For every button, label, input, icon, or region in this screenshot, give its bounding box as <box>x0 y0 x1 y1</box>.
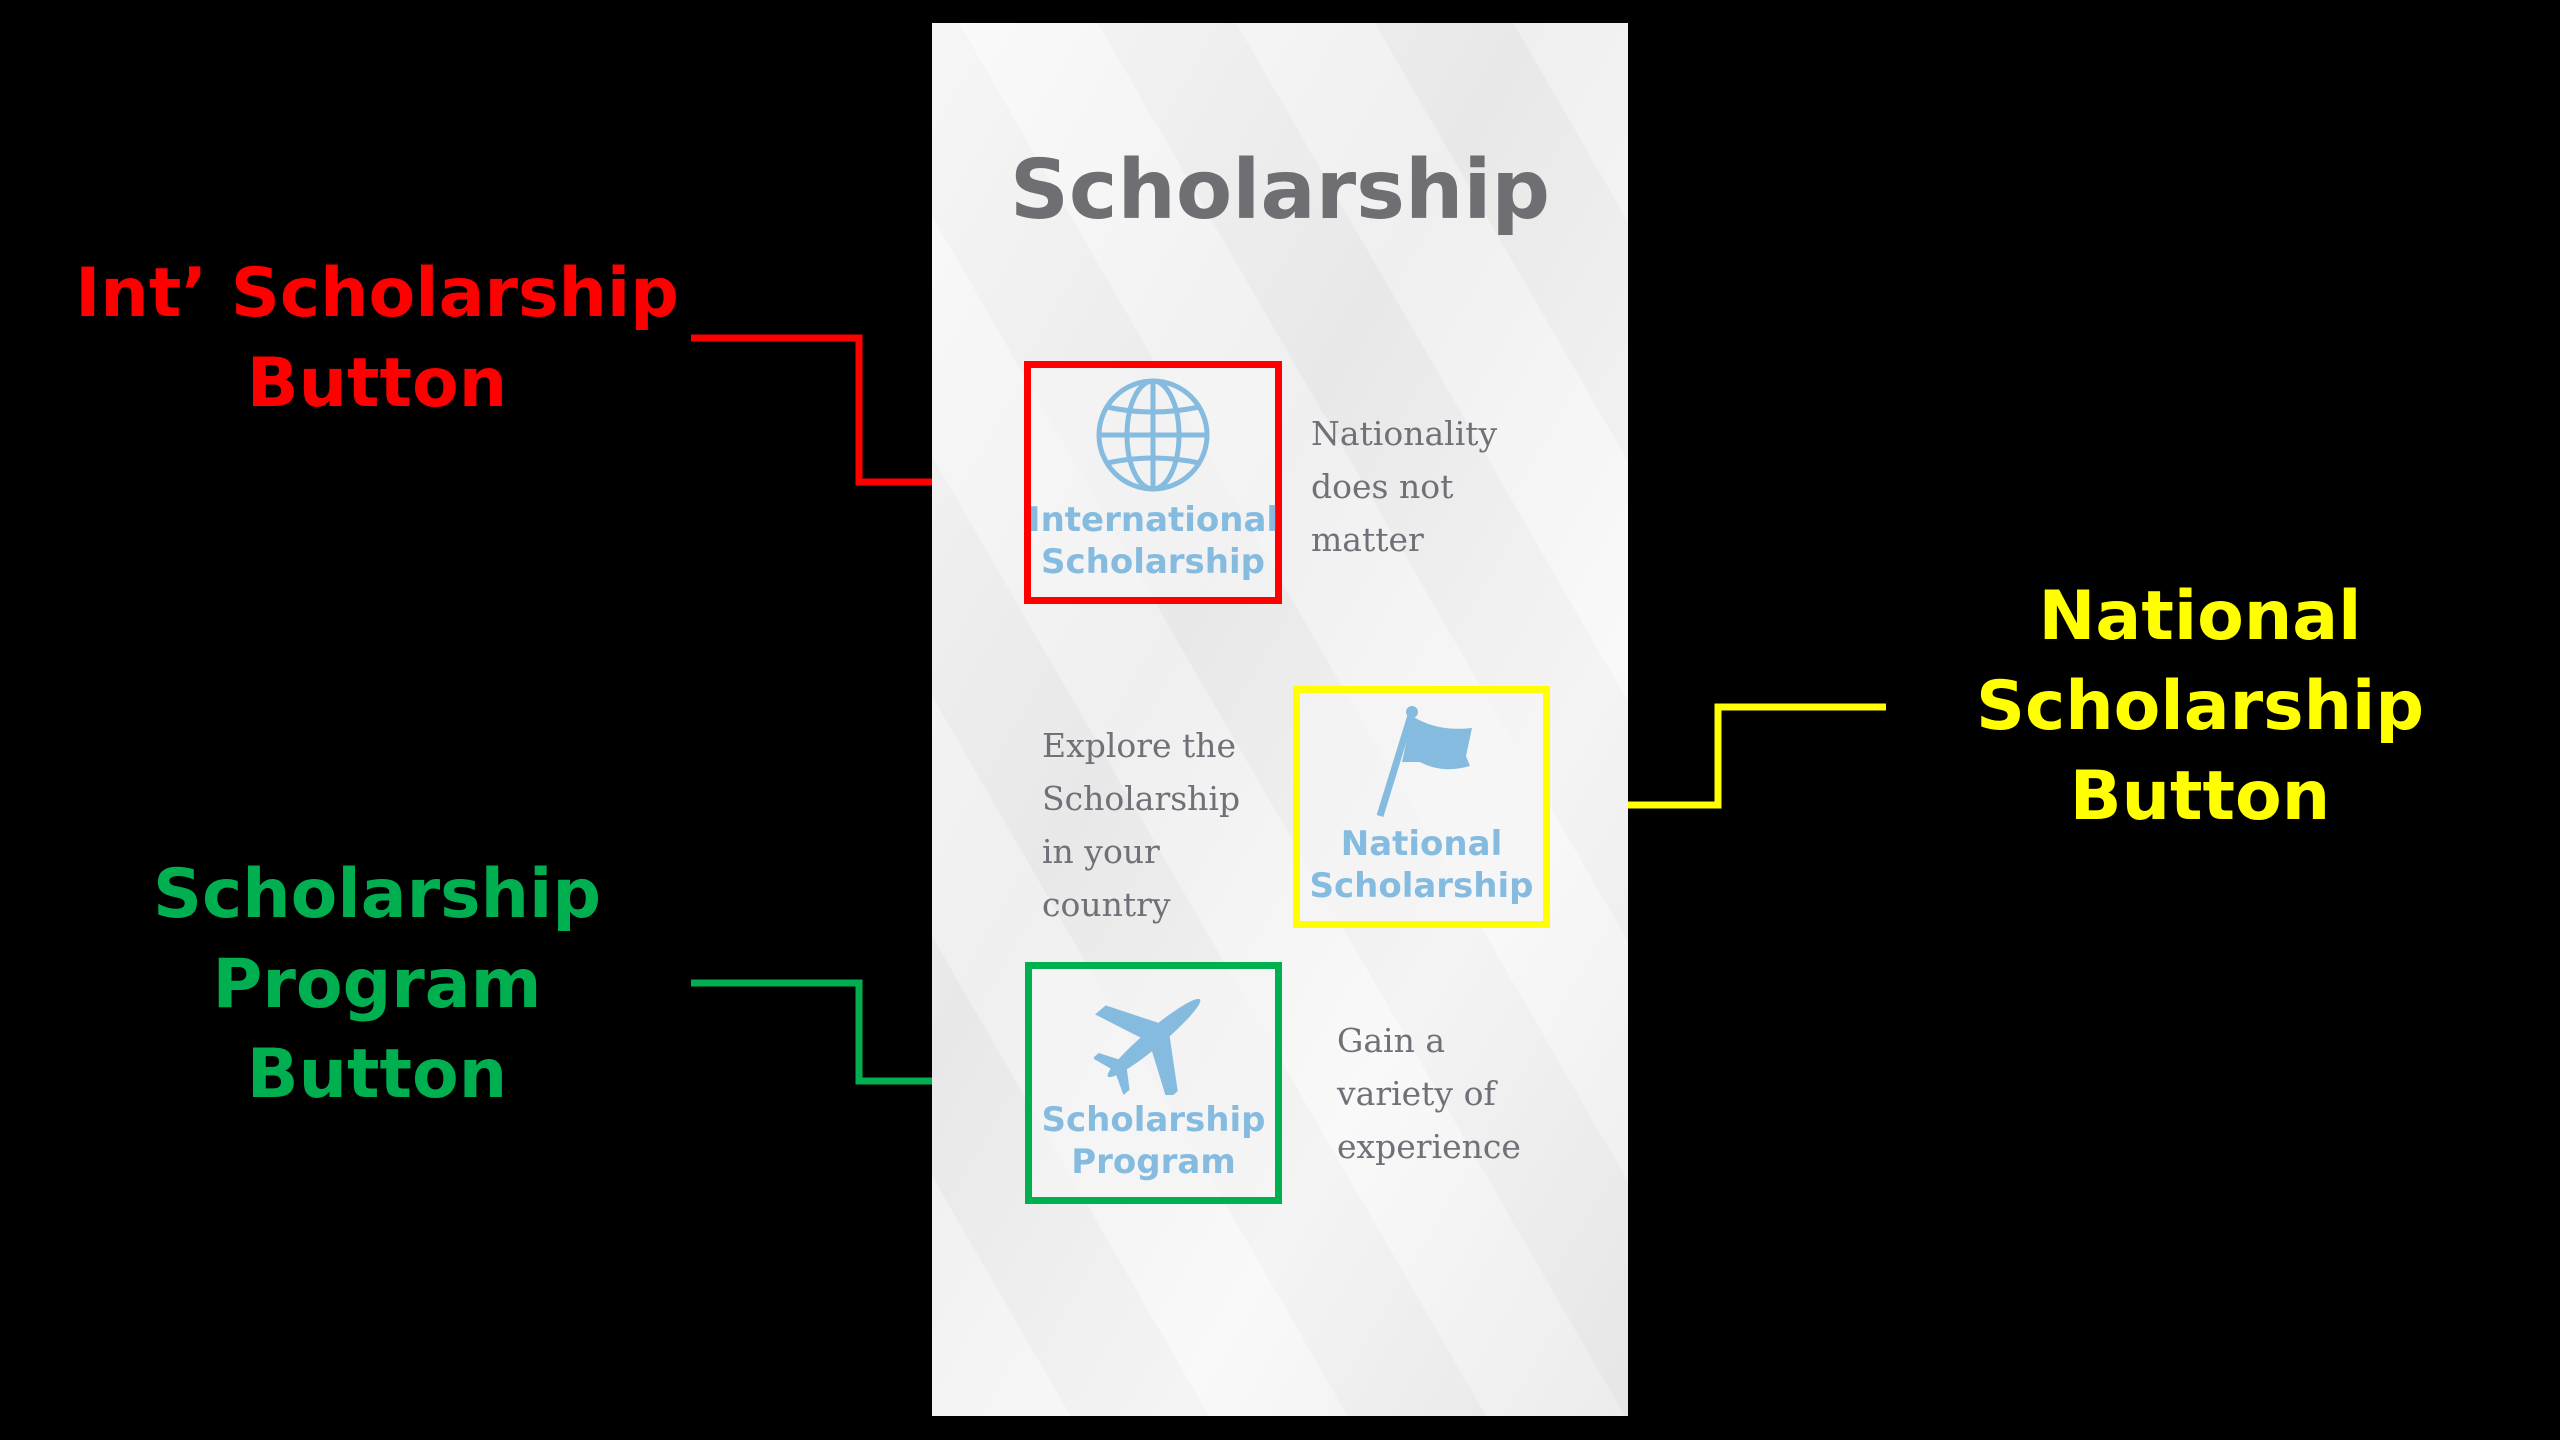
airplane-icon <box>1093 998 1200 1095</box>
page-title: Scholarship <box>1009 143 1551 238</box>
globe-icon <box>1096 378 1210 492</box>
national-connector-line <box>1550 703 1886 809</box>
flag-icon <box>1376 706 1472 818</box>
